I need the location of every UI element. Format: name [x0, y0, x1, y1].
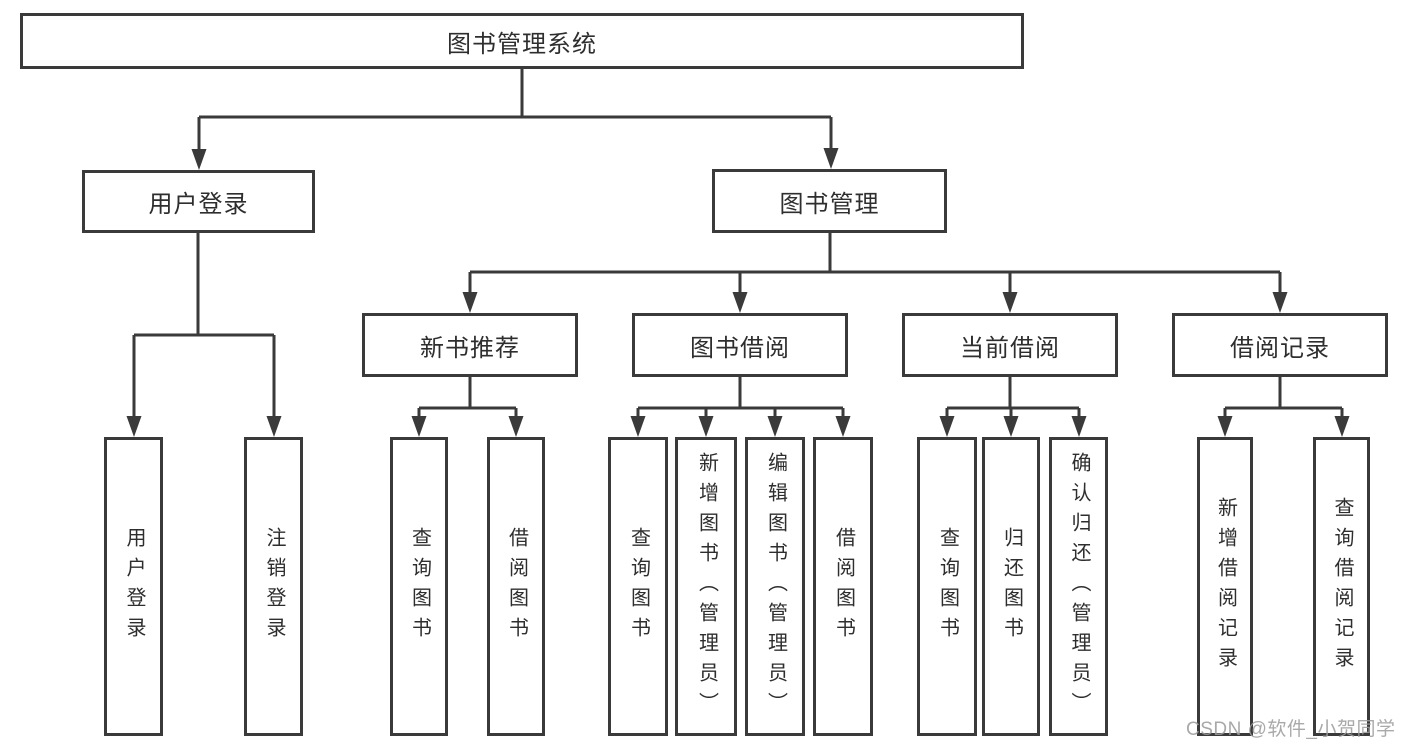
leaf-return-book-label: 归还图书: [1000, 526, 1023, 647]
leaf-query-book-2: 查询图书: [608, 437, 668, 736]
leaf-borrow-book-1-label: 借阅图书: [505, 526, 528, 647]
leaf-edit-book: 编辑图书（管理员）: [745, 437, 805, 736]
leaf-add-record: 新增借阅记录: [1197, 437, 1253, 736]
leaf-edit-book-label: 编辑图书（管理员）: [764, 451, 787, 722]
leaf-borrow-book-2-label: 借阅图书: [832, 526, 855, 647]
leaf-query-book-1: 查询图书: [390, 437, 448, 736]
node-book-borrow-label: 图书借阅: [690, 334, 790, 362]
watermark: CSDN @软件_小贺同学: [1186, 719, 1396, 740]
leaf-user-login: 用户登录: [104, 437, 163, 736]
node-new-book-rec: 新书推荐: [362, 313, 578, 377]
node-borrow-records-label: 借阅记录: [1230, 334, 1330, 362]
node-user-login-label: 用户登录: [148, 191, 249, 218]
node-current-borrow: 当前借阅: [902, 313, 1118, 377]
leaf-add-book: 新增图书（管理员）: [675, 437, 737, 736]
leaf-return-book: 归还图书: [982, 437, 1040, 736]
leaf-add-record-label: 新增借阅记录: [1214, 496, 1237, 677]
node-root-label: 图书管理系统: [447, 30, 597, 58]
leaf-borrow-book-1: 借阅图书: [487, 437, 545, 736]
node-borrow-records: 借阅记录: [1172, 313, 1388, 377]
leaf-query-book-3-label: 查询图书: [936, 526, 959, 647]
leaf-confirm-return: 确认归还（管理员）: [1049, 437, 1108, 736]
node-current-borrow-label: 当前借阅: [960, 334, 1060, 362]
leaf-confirm-return-label: 确认归还（管理员）: [1068, 451, 1090, 722]
leaf-user-login-label: 用户登录: [123, 526, 145, 647]
node-book-borrow: 图书借阅: [632, 313, 848, 377]
node-user-login: 用户登录: [82, 170, 315, 233]
leaf-logout: 注销登录: [244, 437, 303, 736]
node-book-mgmt-label: 图书管理: [779, 190, 880, 218]
node-root: 图书管理系统: [20, 13, 1024, 69]
leaf-query-book-2-label: 查询图书: [627, 526, 650, 647]
leaf-query-record-label: 查询借阅记录: [1331, 496, 1353, 677]
leaf-borrow-book-2: 借阅图书: [813, 437, 873, 736]
leaf-logout-label: 注销登录: [263, 526, 285, 647]
leaf-query-book-3: 查询图书: [917, 437, 977, 736]
leaf-query-record: 查询借阅记录: [1313, 437, 1370, 736]
node-book-mgmt: 图书管理: [712, 169, 947, 233]
leaf-query-book-1-label: 查询图书: [408, 526, 431, 647]
node-new-book-rec-label: 新书推荐: [420, 334, 520, 362]
leaf-add-book-label: 新增图书（管理员）: [695, 451, 718, 722]
